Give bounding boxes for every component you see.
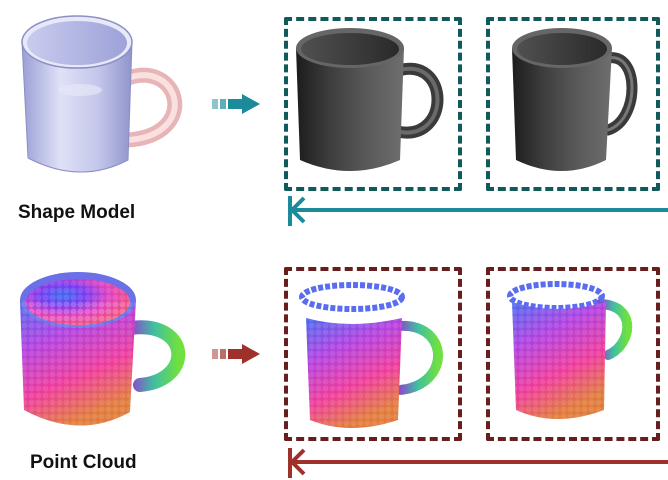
cloud-result-box-2 xyxy=(486,267,660,441)
left-arrow-icon xyxy=(288,448,668,478)
label-shape-model: Shape Model xyxy=(18,202,136,223)
shape-result-box-1 xyxy=(284,17,462,191)
right-arrow-icon xyxy=(212,344,260,364)
cloud-result-box-1 xyxy=(284,267,462,441)
left-arrow-icon xyxy=(288,196,668,226)
shape-result-box-2 xyxy=(486,17,660,191)
label-point-cloud: Point Cloud xyxy=(30,452,137,473)
right-arrow-icon xyxy=(212,94,260,114)
